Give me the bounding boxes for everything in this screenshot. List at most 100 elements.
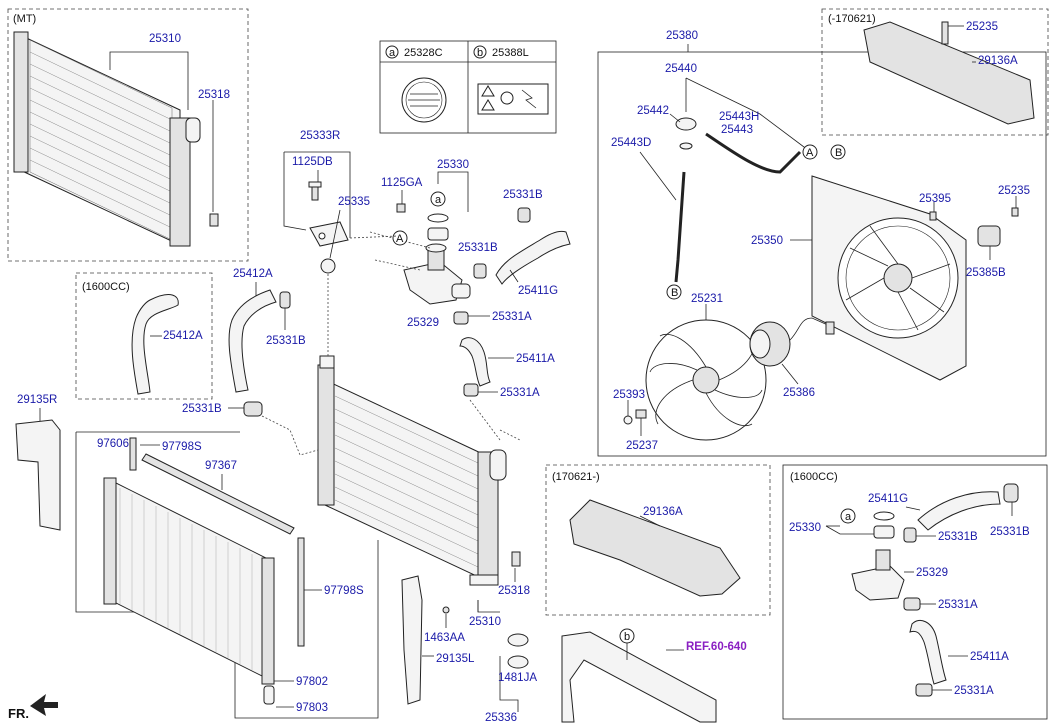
bolt-1125ga (396, 203, 406, 213)
box-1600cc-right (782, 464, 1048, 720)
label-25235-top: 25235 (966, 21, 998, 33)
label-1125db: 1125DB (292, 156, 333, 168)
clamp-25331a-right (903, 597, 921, 611)
label-25412a-in-box: 25412A (163, 330, 203, 342)
label-25412a: 25412A (233, 268, 273, 280)
label-97367: 97367 (205, 460, 237, 472)
label-97606: 97606 (97, 438, 129, 450)
mount-lower (507, 655, 529, 669)
clamp-25331b-1 (517, 207, 531, 223)
label-29135l: 29135L (436, 653, 475, 665)
label-25385b: 25385B (966, 267, 1006, 279)
label-25330: 25330 (437, 159, 469, 171)
label-25336: 25336 (485, 712, 517, 724)
fan-blade-25231 (645, 319, 767, 441)
label-29136a-old: 29136A (978, 55, 1018, 67)
box-after-170621-title: (170621-) (552, 471, 600, 483)
ref-60-640[interactable]: REF.60-640 (686, 641, 747, 653)
label-25350: 25350 (751, 235, 783, 247)
bracket-25333r (308, 181, 349, 247)
label-25331a-right: 25331A (938, 599, 978, 611)
water-outlet-25329 (403, 243, 471, 305)
label-25333r: 25333R (300, 130, 340, 142)
label-25411a: 25411A (516, 353, 555, 365)
label-25443: 25443 (721, 124, 753, 136)
hose-25411g-right (917, 491, 1001, 531)
front-label: FR. (8, 706, 29, 721)
clamp-25331b-2 (473, 263, 487, 279)
svg-text:A: A (806, 147, 814, 159)
callout-b-fan (830, 144, 846, 160)
carrier-frame (561, 631, 717, 723)
clamp-25331b-right (1003, 483, 1019, 503)
label-97803: 97803 (296, 702, 328, 714)
label-25411g-right: 25411G (868, 493, 908, 505)
svg-text:a: a (435, 194, 442, 206)
resistor-25385b (977, 225, 1001, 247)
fan-shroud-25350 (811, 175, 967, 381)
label-97802: 97802 (296, 676, 328, 688)
clamp-25331a-right-2 (915, 683, 933, 697)
legend-a-part: 25328C (404, 47, 443, 59)
label-1125ga: 1125GA (381, 177, 423, 189)
label-25331b-right: 25331B (990, 526, 1030, 538)
mount-upper (507, 633, 529, 647)
hose-25411g (495, 230, 571, 285)
seal-97798s-2 (297, 537, 305, 647)
label-25331a-2: 25331A (500, 387, 540, 399)
label-25331b-1: 25331B (503, 189, 543, 201)
hose-25412a (228, 289, 277, 393)
radiator-cap-right (873, 525, 895, 539)
hose-25411a-right (909, 620, 947, 685)
svg-text:b: b (624, 631, 630, 643)
box-1600cc-left-title: (1600CC) (82, 281, 130, 293)
bolt-25235-top (941, 21, 949, 45)
clamp-25331a-2 (463, 383, 479, 397)
hose-25443d (674, 171, 686, 283)
clamp-25331b-4 (243, 401, 263, 417)
label-25310-top: 25310 (149, 33, 181, 45)
label-25235-fan: 25235 (998, 185, 1030, 197)
label-25318-top: 25318 (198, 89, 230, 101)
label-25443h: 25443H (719, 111, 759, 123)
hose-25411a (459, 337, 491, 387)
label-25386: 25386 (783, 387, 815, 399)
label-25237: 25237 (626, 440, 658, 452)
box-1600cc-left (75, 272, 213, 400)
bolt-25395 (929, 211, 937, 221)
clip-1463aa (442, 606, 450, 614)
air-guard-29135r (15, 419, 61, 531)
label-25231: 25231 (691, 293, 723, 305)
air-guard-29135l (401, 575, 423, 705)
label-29136a-new: 29136A (643, 506, 683, 518)
label-97798s-1: 97798S (162, 441, 202, 453)
callout-a-right (840, 508, 856, 524)
box-after-170621 (545, 464, 771, 616)
label-25395: 25395 (919, 193, 951, 205)
box-before-170621 (821, 8, 1049, 136)
box-1600cc-right-title: (1600CC) (790, 471, 838, 483)
label-25331a-right-2: 25331A (954, 685, 994, 697)
callout-b-hose (666, 284, 682, 300)
label-25331a-1: 25331A (492, 311, 532, 323)
label-25330-right: 25330 (789, 522, 821, 534)
air-guard-29136a-new (569, 499, 741, 597)
radiator-mt (13, 31, 219, 247)
label-25331b-4: 25331B (182, 403, 222, 415)
label-25329: 25329 (407, 317, 439, 329)
label-25310-bottom: 25310 (469, 616, 501, 628)
drain-plug-25335 (320, 258, 336, 274)
clamp-25331a-1 (453, 311, 469, 325)
label-25331b-2: 25331B (458, 242, 498, 254)
nut-25393 (623, 415, 633, 425)
label-25411a-right: 25411A (970, 651, 1009, 663)
label-25331b-3: 25331B (266, 335, 306, 347)
label-25393: 25393 (613, 389, 645, 401)
reservoir-cap-25442 (675, 117, 697, 131)
svg-text:A: A (396, 233, 404, 245)
label-25318-bottom: 25318 (498, 585, 530, 597)
label-25380: 25380 (666, 30, 698, 42)
air-guard-29136a-old (863, 21, 1035, 125)
clamp-25331b-right-2 (903, 527, 917, 543)
label-25335: 25335 (338, 196, 370, 208)
